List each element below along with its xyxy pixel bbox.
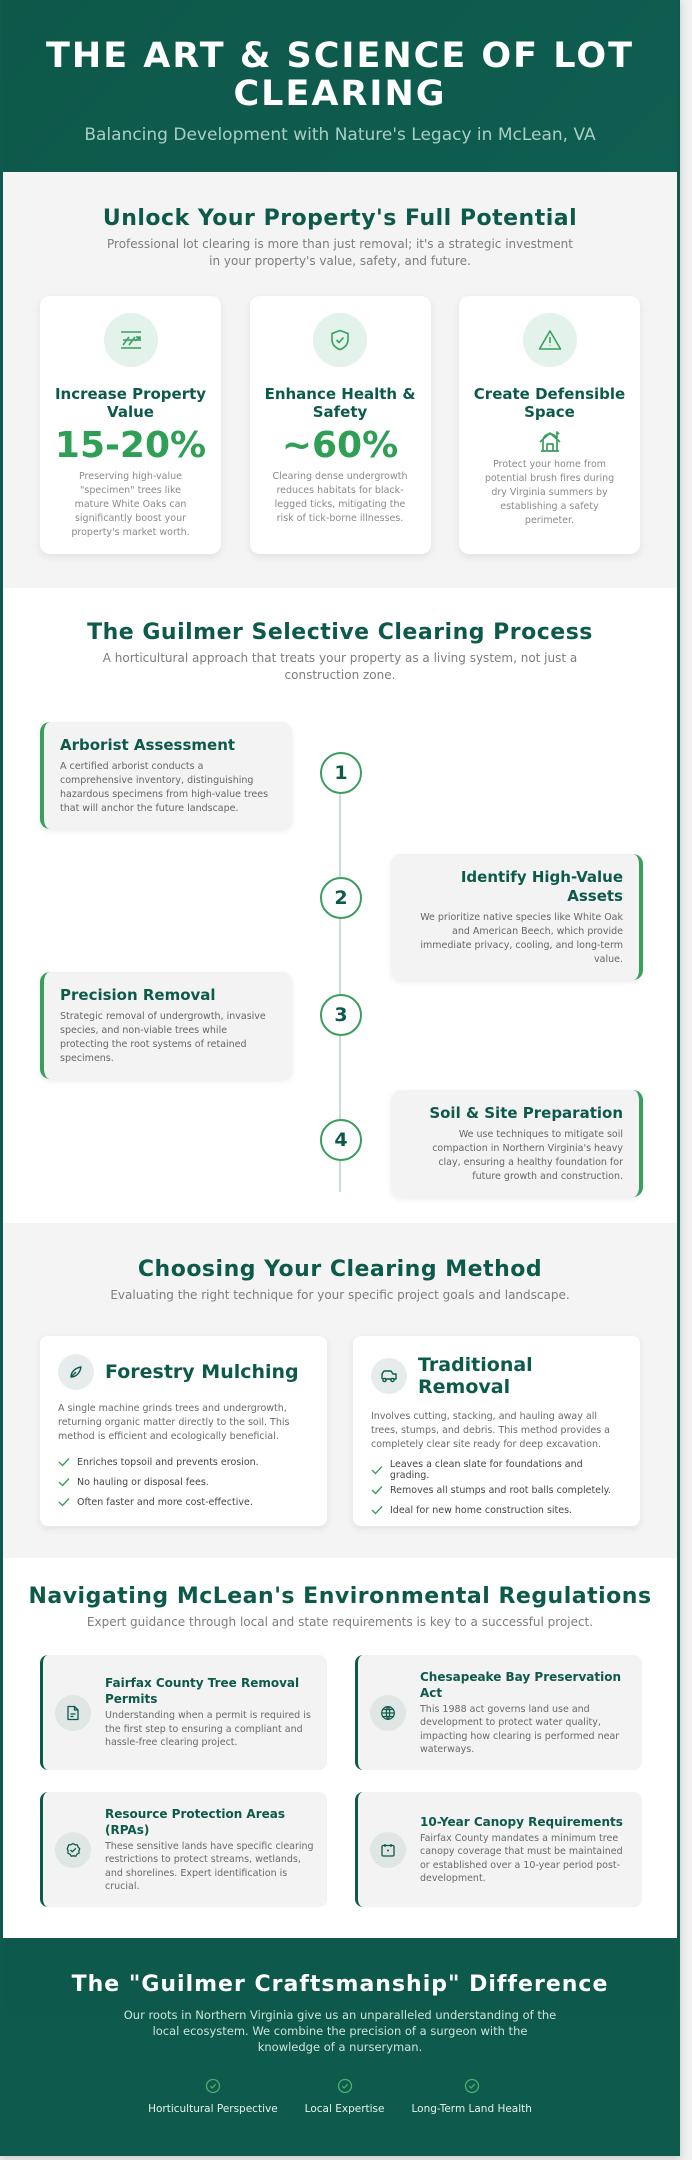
method-point: Enriches topsoil and prevents erosion. xyxy=(58,1452,309,1472)
truck-icon xyxy=(371,1358,407,1394)
badge-check-icon xyxy=(55,1831,91,1868)
document-icon xyxy=(55,1694,91,1731)
process-section: The Guilmer Selective Clearing Process A… xyxy=(3,588,677,1223)
step-desc: A certified arborist conducts a comprehe… xyxy=(60,761,269,814)
step-desc: We prioritize native species like White … xyxy=(420,912,623,965)
check-icon xyxy=(58,1498,70,1507)
benefit-title: Create Defensible Space xyxy=(473,385,626,421)
process-step-4: Soil & Site Preparation We use technique… xyxy=(391,1090,643,1197)
regulation-card-tree-permits: Fairfax County Tree Removal Permits Unde… xyxy=(40,1655,327,1770)
method-point: Ideal for new home construction sites. xyxy=(371,1500,622,1520)
regulation-desc: These sensitive lands have specific clea… xyxy=(105,1840,314,1893)
step-title: Soil & Site Preparation xyxy=(429,1104,623,1122)
calendar-icon xyxy=(370,1831,406,1868)
check-icon xyxy=(58,1478,70,1487)
step-desc: Strategic removal of undergrowth, invasi… xyxy=(60,1011,266,1064)
benefit-desc: Protect your home from potential brush f… xyxy=(484,459,615,526)
method-desc: Involves cutting, stacking, and hauling … xyxy=(371,1411,611,1450)
benefit-title: Enhance Health & Safety xyxy=(264,385,416,421)
benefits-subtitle: Professional lot clearing is more than j… xyxy=(107,237,573,268)
method-card-traditional-removal: Traditional Removal Involves cutting, st… xyxy=(353,1336,640,1526)
regulations-subtitle: Expert guidance through local and state … xyxy=(86,1615,594,1629)
footer-desc: Our roots in Northern Virginia give us a… xyxy=(123,2008,557,2054)
regulation-desc: Understanding when a permit is required … xyxy=(105,1710,311,1749)
footer-item-local-expertise: Local Expertise xyxy=(304,2078,385,2115)
check-circle-icon xyxy=(464,2078,479,2094)
step-number-3: 3 xyxy=(320,994,362,1036)
footer-item-land-health: Long-Term Land Health xyxy=(411,2078,532,2115)
benefit-card-defensible-space: Create Defensible Space Protect your hom… xyxy=(459,296,640,554)
footer-item-label: Local Expertise xyxy=(304,2103,385,2115)
process-step-1: Arborist Assessment A certified arborist… xyxy=(40,722,292,829)
shield-check-icon xyxy=(313,313,367,367)
footer-item-horticultural: Horticultural Perspective xyxy=(148,2078,278,2115)
method-title: Forestry Mulching xyxy=(105,1361,299,1383)
process-step-3: Precision Removal Strategic removal of u… xyxy=(40,972,292,1079)
method-point: Leaves a clean slate for foundations and… xyxy=(371,1459,622,1481)
step-title: Arborist Assessment xyxy=(60,736,236,754)
check-icon xyxy=(371,1486,383,1495)
step-number-4: 4 xyxy=(320,1119,362,1161)
regulation-card-chesapeake-bay: Chesapeake Bay Preservation Act This 198… xyxy=(355,1655,642,1770)
benefit-card-property-value: Increase Property Value 15-20% Preservin… xyxy=(40,296,221,554)
regulation-card-rpas: Resource Protection Areas (RPAs) These s… xyxy=(40,1792,327,1907)
page-title: THE ART & SCIENCE OF LOT CLEARING xyxy=(46,36,634,114)
trend-chart-icon xyxy=(103,313,158,367)
benefit-stat: ~60% xyxy=(281,425,399,466)
craftsmanship-footer: The "Guilmer Craftsmanship" Difference O… xyxy=(3,1938,677,2154)
benefit-card-health-safety: Enhance Health & Safety ~60% Clearing de… xyxy=(249,296,431,554)
check-icon xyxy=(371,1506,383,1515)
regulation-title: 10-Year Canopy Requirements xyxy=(420,1814,623,1829)
footer-item-label: Long-Term Land Health xyxy=(411,2103,532,2115)
regulation-title: Fairfax County Tree Removal Permits xyxy=(105,1676,300,1707)
regulation-desc: Fairfax County mandates a minimum tree c… xyxy=(420,1832,623,1885)
step-title: Precision Removal xyxy=(60,986,216,1004)
footer-title: The "Guilmer Craftsmanship" Difference xyxy=(71,1972,609,1997)
method-desc: A single machine grinds trees and underg… xyxy=(58,1403,290,1442)
step-number-1: 1 xyxy=(320,752,362,794)
methods-section: Choosing Your Clearing Method Evaluating… xyxy=(3,1223,677,1558)
hero-banner: THE ART & SCIENCE OF LOT CLEARING Balanc… xyxy=(3,0,677,172)
globe-icon xyxy=(370,1694,406,1731)
method-card-forestry-mulching: Forestry Mulching A single machine grind… xyxy=(40,1336,327,1526)
regulation-title: Resource Protection Areas (RPAs) xyxy=(105,1806,285,1837)
benefit-title: Increase Property Value xyxy=(54,385,207,421)
regulation-title: Chesapeake Bay Preservation Act xyxy=(420,1669,622,1700)
benefits-section: Unlock Your Property's Full Potential Pr… xyxy=(3,172,677,588)
check-icon xyxy=(371,1466,383,1475)
step-number-2: 2 xyxy=(320,877,362,919)
step-title: Identify High-Value Assets xyxy=(460,868,623,905)
regulations-section: Navigating McLean's Environmental Regula… xyxy=(3,1558,677,1938)
home-fire-icon xyxy=(537,428,563,454)
regulation-card-canopy: 10-Year Canopy Requirements Fairfax Coun… xyxy=(355,1792,642,1907)
process-subtitle: A horticultural approach that treats you… xyxy=(102,651,578,682)
timeline-line xyxy=(339,760,341,1192)
check-circle-icon xyxy=(337,2078,352,2094)
methods-title: Choosing Your Clearing Method xyxy=(137,1257,543,1282)
regulations-title: Navigating McLean's Environmental Regula… xyxy=(28,1584,652,1609)
benefit-desc: Preserving high-value "specimen" trees l… xyxy=(71,471,190,538)
regulation-desc: This 1988 act governs land use and devel… xyxy=(420,1703,620,1756)
method-title: Traditional Removal xyxy=(418,1354,533,1398)
warning-triangle-icon xyxy=(522,313,577,367)
step-desc: We use techniques to mitigate soil compa… xyxy=(432,1129,623,1182)
benefits-title: Unlock Your Property's Full Potential xyxy=(102,206,578,231)
benefit-stat: 15-20% xyxy=(54,425,207,466)
methods-subtitle: Evaluating the right technique for your … xyxy=(110,1288,570,1302)
method-point: Often faster and more cost-effective. xyxy=(58,1492,309,1512)
method-point: Removes all stumps and root balls comple… xyxy=(371,1480,622,1500)
process-timeline: Arborist Assessment A certified arborist… xyxy=(3,722,677,1212)
footer-item-label: Horticultural Perspective xyxy=(148,2103,278,2115)
page-subtitle: Balancing Development with Nature's Lega… xyxy=(84,125,596,145)
process-title: The Guilmer Selective Clearing Process xyxy=(87,620,593,645)
process-step-2: Identify High-Value Assets We prioritize… xyxy=(391,854,643,980)
check-circle-icon xyxy=(205,2078,221,2094)
check-icon xyxy=(58,1458,70,1467)
leaf-pen-icon xyxy=(58,1354,94,1390)
method-point: No hauling or disposal fees. xyxy=(58,1472,309,1492)
benefit-desc: Clearing dense undergrowth reduces habit… xyxy=(272,471,408,524)
